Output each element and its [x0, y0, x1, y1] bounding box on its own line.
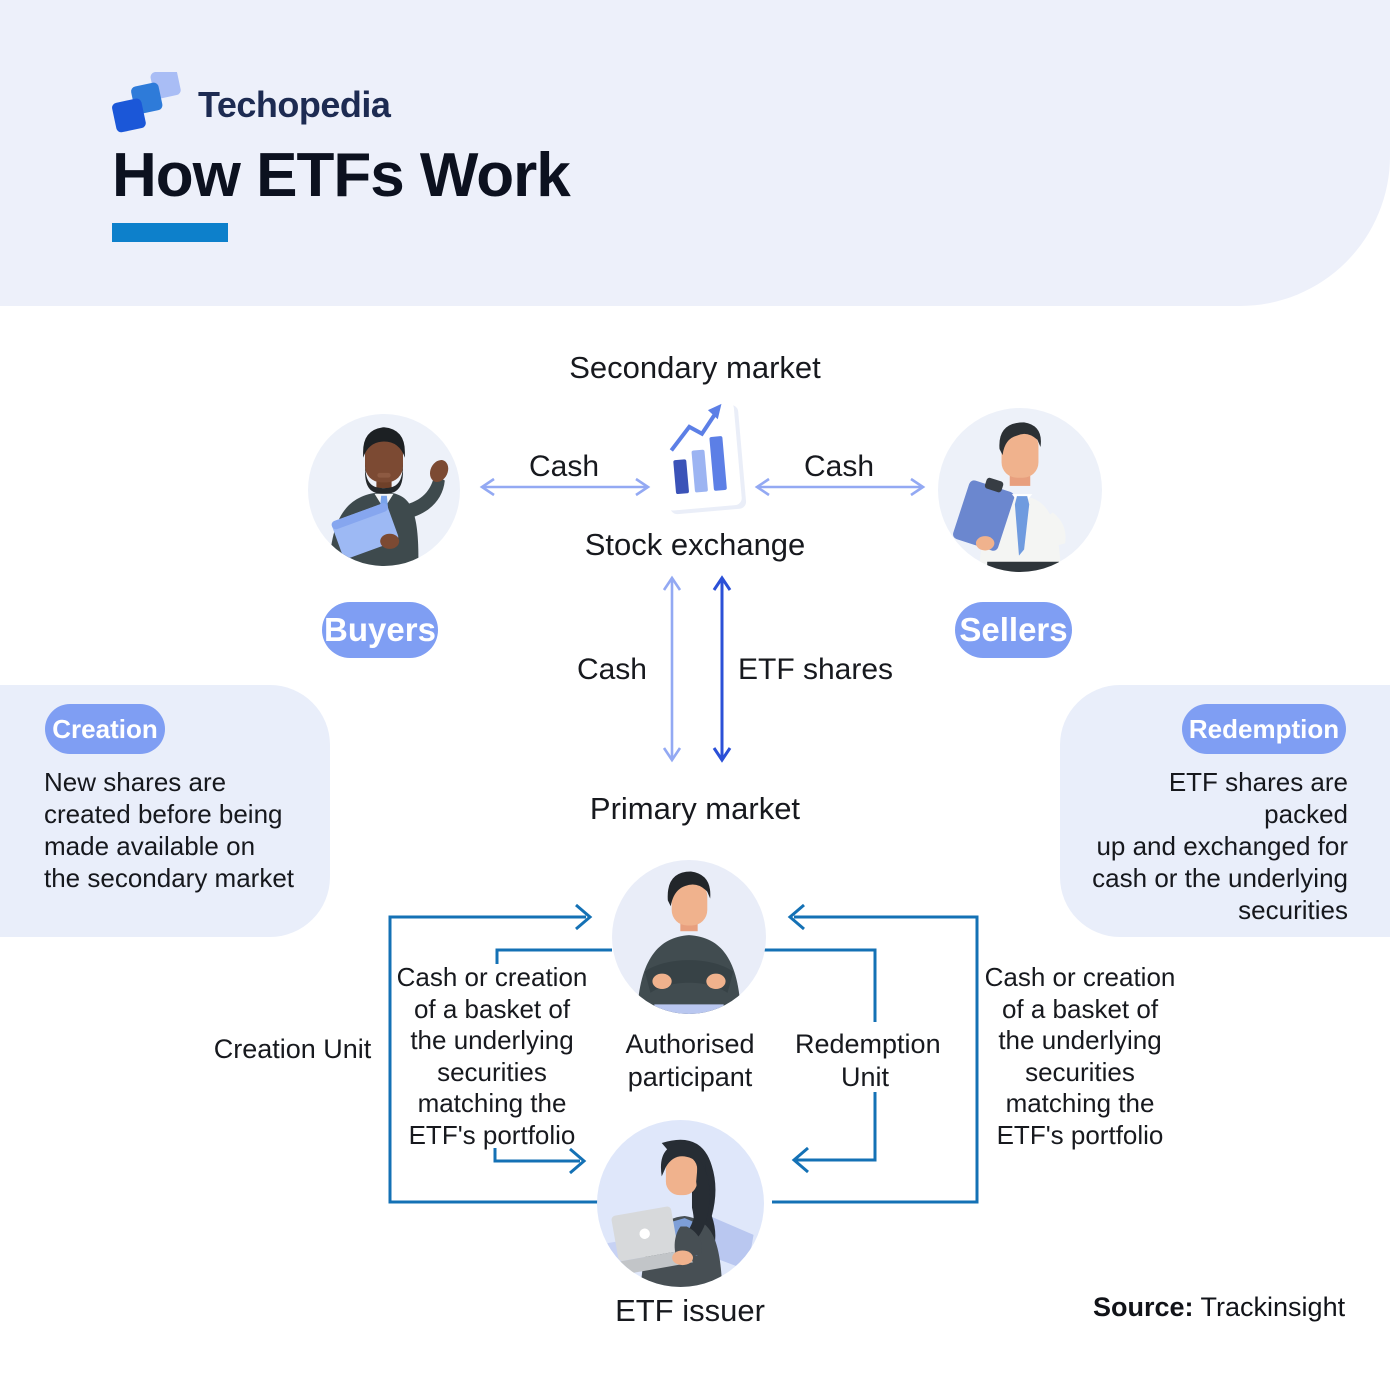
etf-shares-arrow-vertical	[712, 575, 732, 763]
redemption-callout-text: ETF shares are packed up and exchanged f…	[1092, 767, 1348, 925]
authorised-participant-label: Authorised participant	[625, 1029, 755, 1092]
authorised-participant-illustration	[612, 860, 766, 1014]
buyers-badge: Buyers	[322, 602, 438, 658]
etf-shares-label: ETF shares	[738, 653, 894, 686]
stock-chart-icon	[658, 401, 747, 515]
sellers-illustration	[938, 408, 1102, 572]
etf-issuer-illustration	[597, 1120, 764, 1287]
source-value: Trackinsight	[1200, 1292, 1346, 1322]
sellers-badge: Sellers	[955, 602, 1072, 658]
creation-badge: Creation	[45, 704, 165, 754]
brand-name: Techopedia	[198, 84, 391, 125]
cash-label-left: Cash	[528, 450, 600, 483]
buyers-illustration	[308, 414, 460, 566]
redemption-badge: Redemption	[1182, 704, 1346, 754]
primary-market-heading: Primary market	[589, 791, 801, 826]
etf-issuer-person	[607, 1139, 754, 1287]
basket-left-label: Cash or creation of a basket of the unde…	[396, 962, 588, 1150]
etf-issuer-label: ETF issuer	[615, 1293, 765, 1328]
buyer-person	[328, 427, 449, 566]
page-title: How ETFs Work	[112, 141, 571, 210]
authorised-participant-person	[637, 871, 741, 1014]
cash-label-right: Cash	[803, 450, 875, 483]
cash-arrow-vertical	[662, 575, 682, 763]
creation-callout-text: New shares are created before being made…	[44, 767, 295, 893]
seller-person	[953, 422, 1066, 572]
basket-right-label: Cash or creation of a basket of the unde…	[984, 962, 1176, 1150]
cash-vertical-label: Cash	[576, 653, 647, 686]
redemption-unit-label: Redemption Unit	[795, 1029, 941, 1092]
techopedia-logo-icon	[112, 72, 181, 133]
stock-exchange-label: Stock exchange	[584, 527, 806, 562]
source-line: Source: Trackinsight	[1093, 1292, 1345, 1323]
title-underline	[112, 223, 228, 242]
source-label: Source:	[1093, 1292, 1194, 1322]
secondary-market-heading: Secondary market	[569, 350, 821, 385]
creation-unit-label: Creation Unit	[213, 1034, 372, 1064]
header-background	[0, 0, 1390, 306]
